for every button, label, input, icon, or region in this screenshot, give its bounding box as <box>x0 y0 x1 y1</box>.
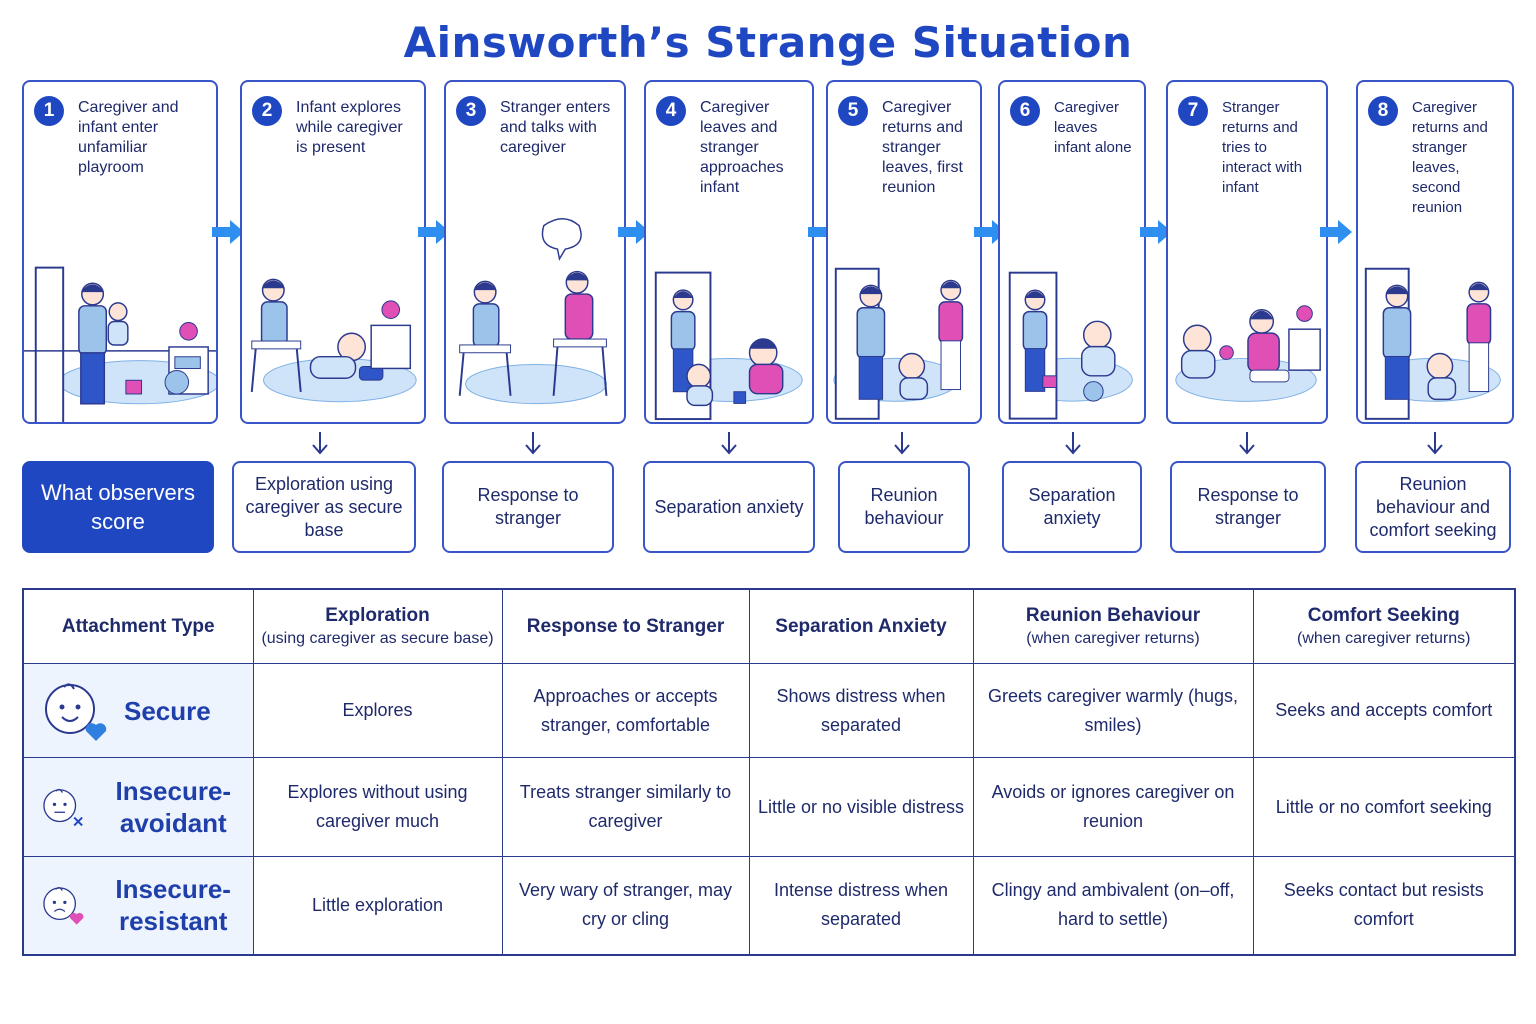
table-cell: Little or no comfort seeking <box>1252 757 1516 857</box>
header-comfort-seeking: Comfort Seeking(when caregiver returns) <box>1252 588 1516 664</box>
score-box-separation-anxiety: Separation anxiety <box>643 461 815 553</box>
type-name: Insecure-avoidant <box>115 776 232 839</box>
step-number-badge: 6 <box>1010 96 1040 126</box>
score-box-exploration: Exploration using caregiver as secure ba… <box>232 461 416 553</box>
table-header-row: Attachment Type Exploration(using caregi… <box>22 588 1516 664</box>
down-arrow-icon <box>312 432 328 455</box>
down-arrow-icon <box>1239 432 1255 455</box>
step-panel-4: 4 Caregiver leaves and stranger approach… <box>644 80 814 424</box>
type-name: Secure <box>124 695 211 726</box>
stranger-returns-illustration <box>1175 305 1321 402</box>
observers-score-label: What observers score <box>22 461 214 553</box>
table-cell: Greets caregiver warmly (hugs, smiles) <box>972 662 1254 759</box>
step-description: Caregiver and infant enter unfamiliar pl… <box>78 99 179 176</box>
table-cell: Shows distress when separated <box>748 662 974 759</box>
step-panel-5: 5 Caregiver returns and stranger leaves,… <box>826 80 982 424</box>
step-number-badge: 5 <box>838 96 868 126</box>
step-panel-2: 2 Infant explores while caregiver is pre… <box>240 80 426 424</box>
down-arrow-icon <box>525 432 541 455</box>
table-cell: Treats stranger similarly to caregiver <box>501 757 750 857</box>
table-row: Secure Explores Approaches or accepts st… <box>22 662 1516 759</box>
header-reunion-behaviour: Reunion Behaviour(when caregiver returns… <box>972 588 1254 664</box>
down-arrow-icon <box>1427 432 1443 455</box>
header-response-to-stranger: Response to Stranger <box>501 588 750 664</box>
header-exploration: Exploration(using caregiver as secure ba… <box>252 588 503 664</box>
infant-alone-illustration <box>1008 271 1133 420</box>
table-cell: Seeks contact but resists comfort <box>1252 855 1516 956</box>
table-cell: Very wary of stranger, may cry or cling <box>501 855 750 956</box>
step-description: Caregiver returns and stranger leaves, s… <box>1412 99 1488 216</box>
score-box-reunion-comfort: Reunion behaviour and comfort seeking <box>1355 461 1511 553</box>
table-cell: Clingy and ambivalent (on–off, hard to s… <box>972 855 1254 956</box>
first-reunion-illustration <box>833 267 964 420</box>
step-panel-7: 7 Stranger returns and tries to interact… <box>1166 80 1328 424</box>
step-description: Stranger enters and talks with caregiver <box>500 99 611 156</box>
step-arrow-icon <box>212 220 244 244</box>
type-cell-insecure-resistant: Insecure-resistant <box>22 855 254 956</box>
caregiver-leaves-illustration <box>654 271 803 421</box>
type-name: Insecure-resistant <box>115 874 231 937</box>
step-number-badge: 8 <box>1368 96 1398 126</box>
step-description: Infant explores while caregiver is prese… <box>296 99 403 156</box>
table-row: Insecure-resistant Little exploration Ve… <box>22 855 1516 956</box>
step-description: Stranger returns and tries to interact w… <box>1222 99 1303 196</box>
step-number-badge: 3 <box>456 96 486 126</box>
table-cell: Avoids or ignores caregiver on reunion <box>972 757 1254 857</box>
step-arrow-icon <box>418 220 450 244</box>
score-box-reunion-behaviour: Reunion behaviour <box>838 461 970 553</box>
score-box-response-to-stranger-2: Response to stranger <box>1170 461 1326 553</box>
table-cell: Little or no visible distress <box>748 757 974 857</box>
second-reunion-illustration <box>1364 267 1501 420</box>
step-panel-1: 1 Caregiver and infant enter unfamiliar … <box>22 80 218 424</box>
playroom-entry-illustration <box>24 266 216 422</box>
table-cell: Approaches or accepts stranger, comforta… <box>501 662 750 759</box>
step-number-badge: 7 <box>1178 96 1208 126</box>
step-description: Caregiver leaves and stranger approaches… <box>700 99 784 196</box>
table-cell: Little exploration <box>252 855 503 956</box>
stranger-talks-illustration <box>458 218 608 405</box>
down-arrow-icon <box>1065 432 1081 455</box>
table-cell: Explores <box>252 662 503 759</box>
header-separation-anxiety: Separation Anxiety <box>748 588 974 664</box>
type-cell-insecure-avoidant: Insecure-avoidant <box>22 757 254 857</box>
table-cell: Seeks and accepts comfort <box>1252 662 1516 759</box>
step-number-badge: 4 <box>656 96 686 126</box>
step-panel-6: 6 Caregiver leaves infant alone <box>998 80 1146 424</box>
score-box-separation-anxiety-2: Separation anxiety <box>1002 461 1142 553</box>
infant-explores-illustration <box>250 278 417 403</box>
table-row: Insecure-avoidant Explores without using… <box>22 757 1516 857</box>
step-number-badge: 1 <box>34 96 64 126</box>
step-description: Caregiver returns and stranger leaves, f… <box>882 99 963 196</box>
sad-baby-heart-icon <box>43 887 84 926</box>
page-title: Ainsworth’s Strange Situation <box>403 18 1133 67</box>
step-panel-3: 3 Stranger enters and talks with caregiv… <box>444 80 626 424</box>
step-description: Caregiver leaves infant alone <box>1054 99 1132 156</box>
step-arrow-icon <box>1320 220 1352 244</box>
type-cell-secure: Secure <box>22 662 254 759</box>
step-number-badge: 2 <box>252 96 282 126</box>
step-arrow-icon <box>1140 220 1172 244</box>
neutral-baby-x-icon <box>43 789 83 827</box>
down-arrow-icon <box>721 432 737 455</box>
table-cell: Intense distress when separated <box>748 855 974 956</box>
happy-baby-heart-icon <box>45 683 107 741</box>
score-box-response-to-stranger: Response to stranger <box>442 461 614 553</box>
down-arrow-icon <box>894 432 910 455</box>
step-arrow-icon <box>618 220 650 244</box>
attachment-types-table: Attachment Type Exploration(using caregi… <box>22 588 1516 956</box>
table-cell: Explores without using caregiver much <box>252 757 503 857</box>
step-panel-8: 8 Caregiver returns and stranger leaves,… <box>1356 80 1514 424</box>
header-attachment-type: Attachment Type <box>22 588 254 664</box>
